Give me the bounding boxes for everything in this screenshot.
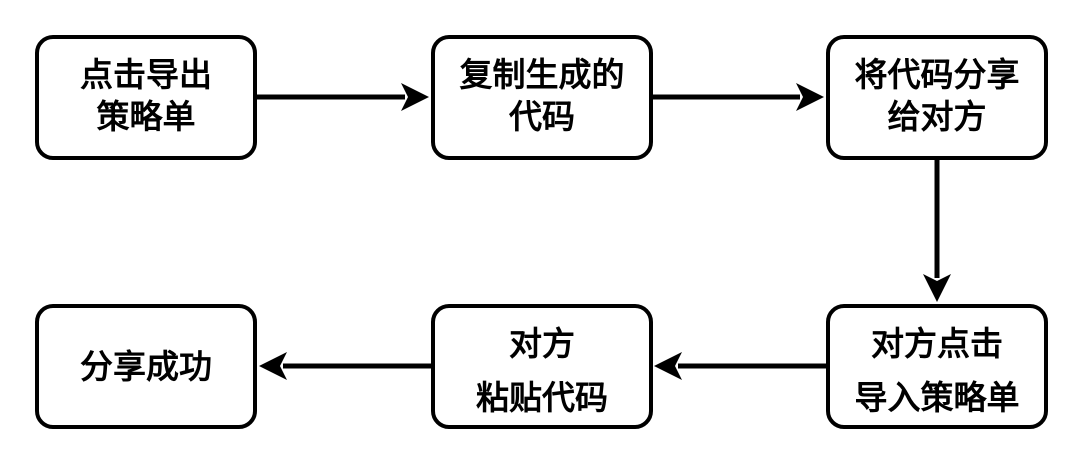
step-label-line: 将代码分享 (854, 54, 1020, 94)
step-click-import: 对方点击 导入策略单 (826, 304, 1048, 429)
step-export-strategy: 点击导出 策略单 (35, 35, 257, 160)
arrow-share-to-import (923, 160, 951, 302)
arrow-copy-to-share (653, 83, 824, 111)
step-paste-code: 对方 粘贴代码 (431, 304, 653, 429)
step-label-line: 分享成功 (80, 346, 212, 386)
step-label-line: 给对方 (887, 96, 987, 136)
step-label-line: 代码 (509, 96, 575, 136)
step-label-line: 导入策略单 (854, 377, 1020, 417)
step-label-line: 策略单 (96, 96, 196, 136)
step-label-line: 点击导出 (80, 54, 212, 94)
step-share-success: 分享成功 (35, 304, 257, 429)
step-label-line: 对方点击 (871, 323, 1003, 363)
step-label-line: 复制生成的 (459, 54, 625, 94)
arrow-export-to-copy (257, 83, 429, 111)
step-label-line: 对方 (509, 323, 575, 363)
arrow-paste-to-success (259, 352, 431, 380)
step-copy-code: 复制生成的 代码 (431, 35, 653, 160)
step-label-line: 粘贴代码 (476, 377, 608, 417)
step-share-code: 将代码分享 给对方 (826, 35, 1048, 160)
arrow-import-to-paste (654, 352, 826, 380)
